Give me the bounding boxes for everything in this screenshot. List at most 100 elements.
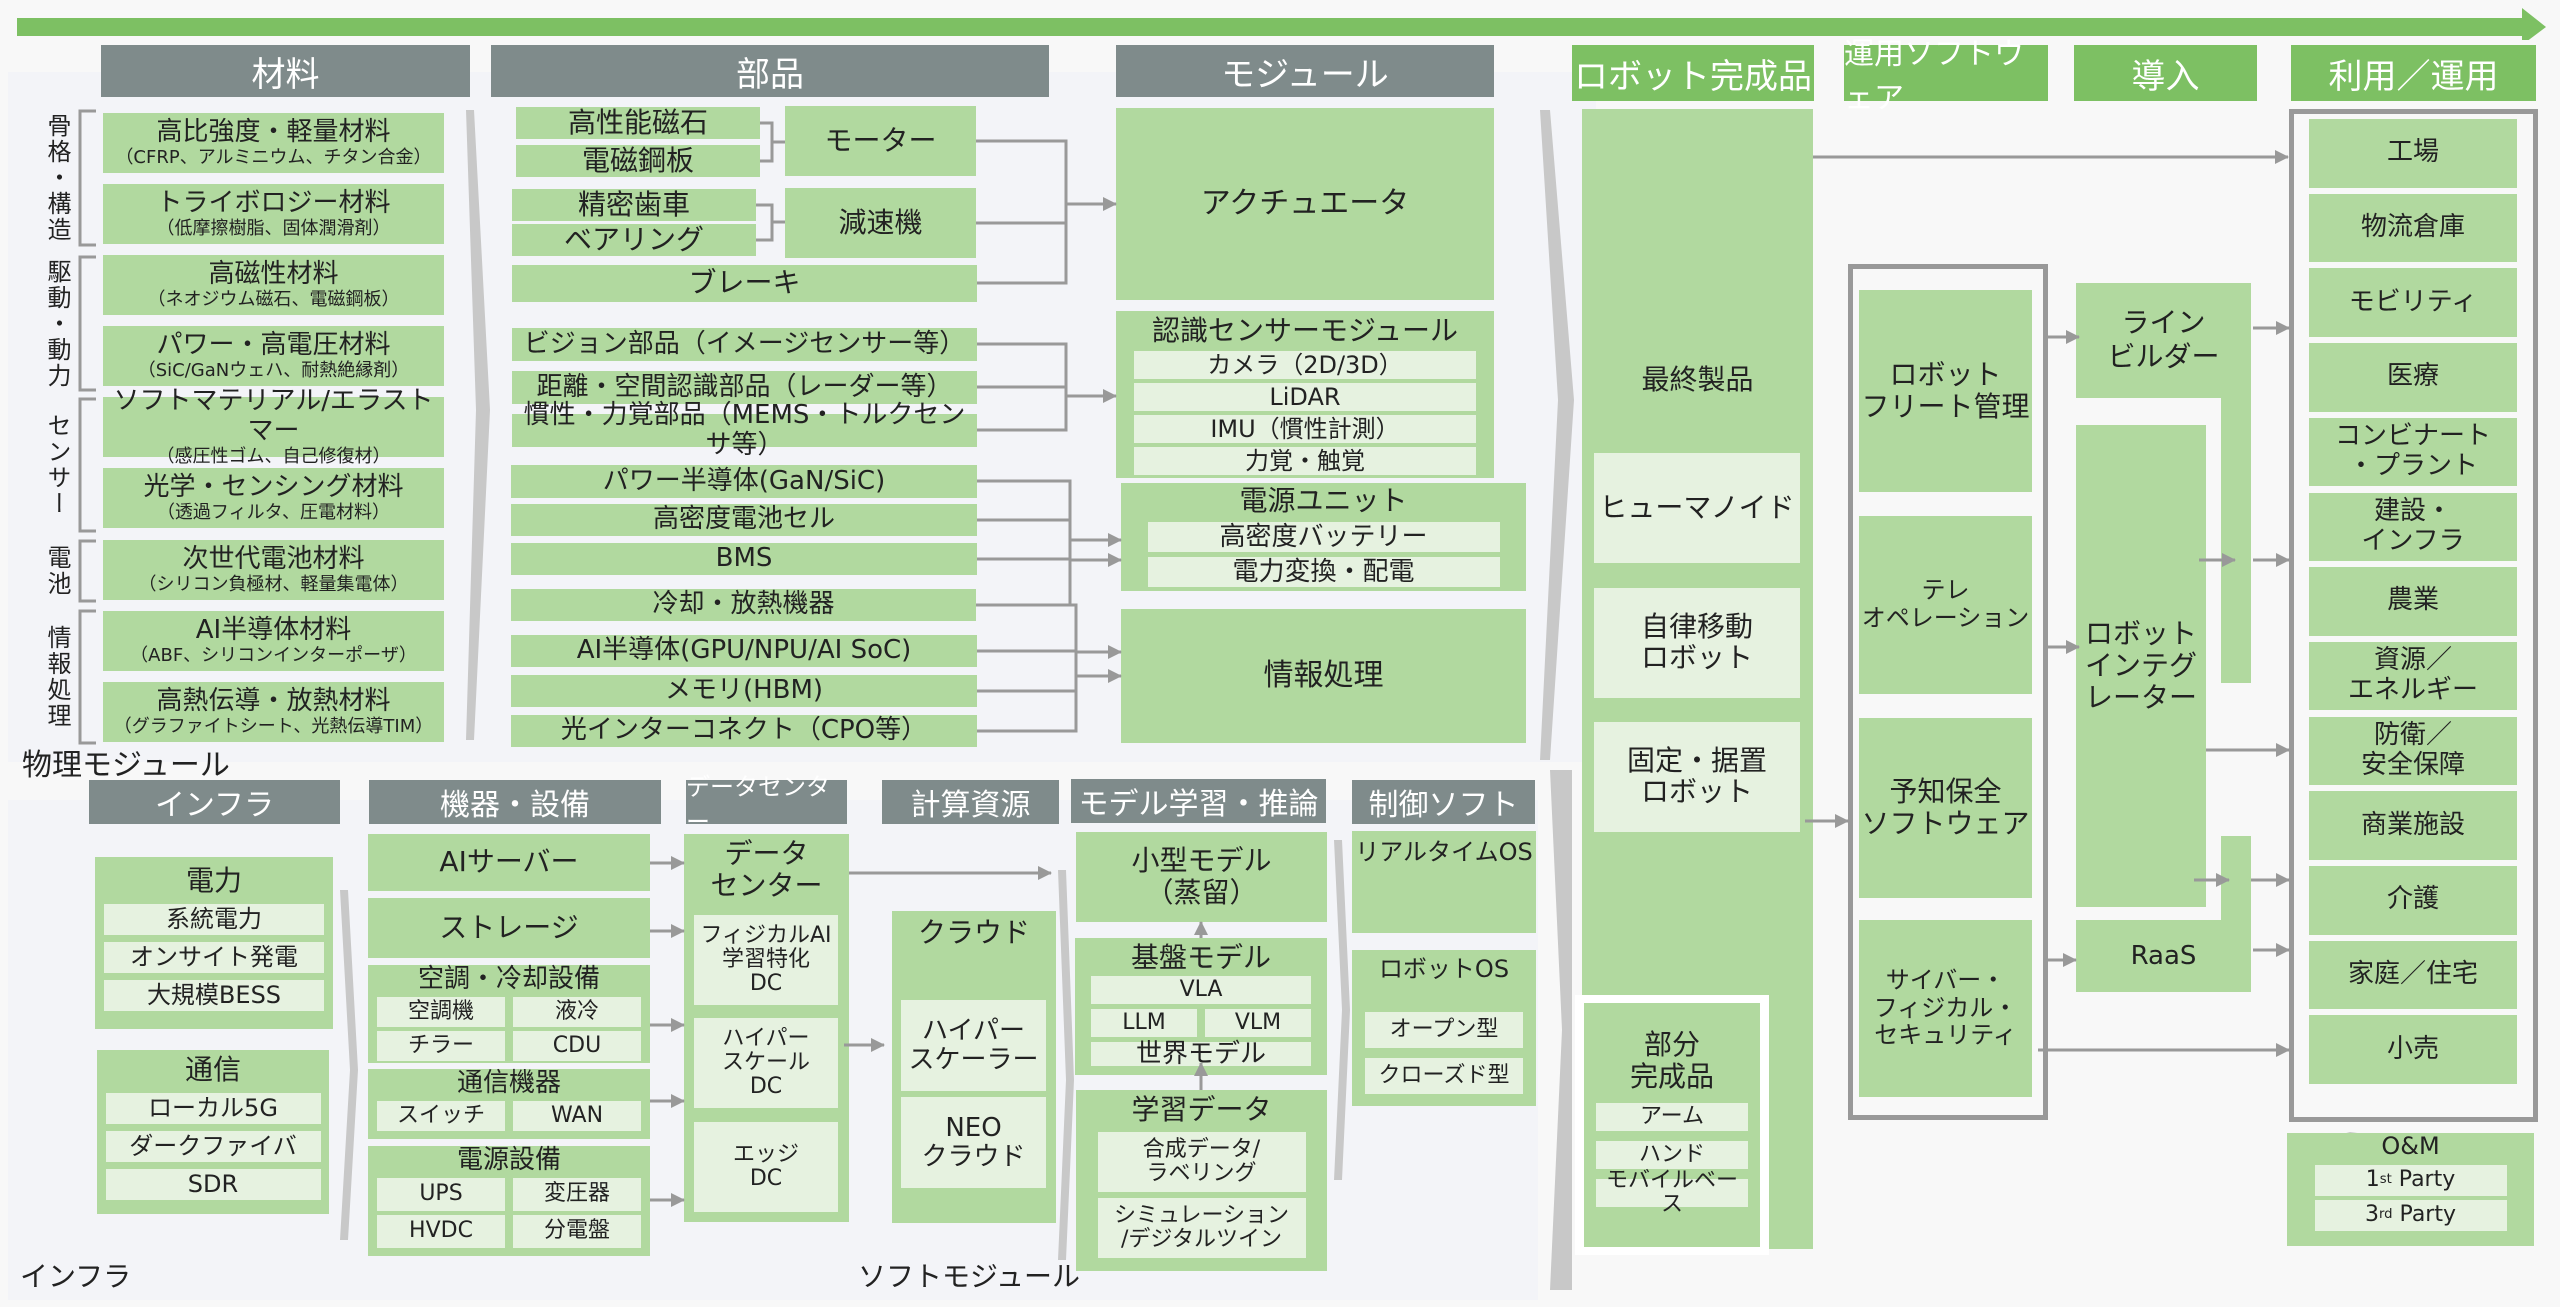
sub-item: 系統電力 [104, 904, 324, 936]
section-label-physical: 物理モジュール [22, 748, 230, 783]
material-title: 光学・センシング材料 [143, 471, 404, 502]
usage-item: モビリティ [2309, 268, 2517, 337]
material-title: 高磁性材料 [208, 258, 339, 289]
header-materials: 材料 [101, 45, 470, 97]
usage-item: 小売 [2309, 1015, 2517, 1084]
ops-software-item: ロボット フリート管理 [1859, 290, 2032, 492]
sub-item: VLA [1091, 976, 1311, 1005]
compute-cloud-title: クラウド [917, 916, 1030, 949]
final-product-item: 固定・据置 ロボット [1594, 722, 1800, 832]
equip-network-title: 通信機器 [456, 1068, 561, 1098]
sub-item: LiDAR [1134, 383, 1476, 412]
sub-item: 分電盤 [513, 1214, 641, 1248]
ops-software-frame [1848, 264, 2048, 1120]
equip-storage: ストレージ [368, 898, 650, 958]
sub-item: HVDC [377, 1214, 505, 1248]
final-product-item: 自律移動 ロボット [1594, 588, 1800, 698]
datacenter-item: ハイパー スケール DC [694, 1018, 838, 1108]
sub-item: IMU（慣性計測） [1134, 415, 1476, 444]
material-item: 高磁性材料（ネオジウム磁石、電磁鋼板） [103, 255, 444, 315]
header-modules: モジュール [1116, 45, 1494, 97]
material-item: 光学・センシング材料（透過フィルタ、圧電材料） [103, 468, 444, 528]
compute-item: ハイパー スケーラー [901, 1000, 1046, 1091]
part-inertial: 慣性・力覚部品（MEMS・トルクセンサ等） [512, 400, 977, 459]
header-infra: インフラ [89, 780, 340, 824]
material-subtitle: （シリコン負極材、軽量集電体） [138, 573, 409, 595]
module-info-processing: 情報処理 [1121, 609, 1526, 743]
deploy-raas: RaaS [2130, 941, 2197, 971]
part-motor: モーター [785, 106, 976, 176]
usage-item: コンビナート ・プラント [2309, 417, 2517, 487]
section-label-infra: インフラ [20, 1260, 132, 1293]
material-subtitle: （CFRP、アルミニウム、チタン合金） [115, 146, 432, 168]
om-sup: rd [2378, 1206, 2393, 1222]
material-item: AI半導体材料（ABF、シリコンインターポーザ） [103, 611, 444, 671]
robot-partial-product: 部分 完成品 アームハンドモバイルベース [1584, 1003, 1760, 1247]
sub-item: 空調機 [377, 996, 505, 1027]
header-parts: 部品 [491, 45, 1049, 97]
material-title: 高熱伝導・放熱材料 [156, 685, 391, 716]
robot-final-title: 最終製品 [1641, 363, 1754, 396]
part-brake: ブレーキ [512, 265, 977, 302]
sub-item: ダークファイバ [105, 1131, 321, 1163]
header-model: モデル学習・推論 [1071, 779, 1326, 823]
infra-power: 電力 系統電力オンサイト発電大規模BESS [95, 857, 333, 1029]
header-equipment: 機器・設備 [369, 780, 661, 824]
sub-item: オープン型 [1365, 1011, 1523, 1048]
header-datacenter: データセンター [686, 773, 847, 836]
sub-item: 大規模BESS [104, 980, 324, 1012]
material-group-label: センサー [43, 413, 71, 517]
part-cell: 高密度電池セル [511, 504, 977, 536]
usage-frame [2289, 109, 2538, 1122]
part-ai-semi: AI半導体(GPU/NPU/AI SoC) [511, 635, 977, 667]
section-label-software: ソフトモジュール [858, 1260, 1081, 1293]
part-ranging: 距離・空間認識部品（レーダー等） [512, 371, 977, 404]
deploy-line-builder: ライン ビルダー [2107, 306, 2220, 373]
material-item: トライボロジー材料（低摩擦樹脂、固体潤滑剤） [103, 184, 444, 244]
usage-item: 建設・ インフラ [2309, 492, 2517, 561]
material-item: 高熱伝導・放熱材料（グラファイトシート、光熱伝導TIM） [103, 682, 444, 742]
material-item: ソフトマテリアル/エラストマー（感圧性ゴム、自己修復材） [103, 386, 444, 466]
part-magnet: 高性能磁石 [516, 106, 760, 139]
material-group-label: 電池 [43, 545, 71, 597]
compute-item: NEO クラウド [901, 1097, 1046, 1188]
part-reducer: 減速機 [785, 188, 976, 258]
sub-item: クローズド型 [1365, 1057, 1523, 1094]
control-robot-os: ロボットOS オープン型クローズド型 [1352, 950, 1536, 1106]
equip-power-title: 電源設備 [456, 1145, 561, 1175]
ops-software-item: 予知保全 ソフトウェア [1859, 718, 2032, 898]
model-foundation-title: 基盤モデル [1130, 941, 1271, 974]
sub-item: カメラ（2D/3D） [1134, 351, 1476, 380]
sub-item: シミュレーション /デジタルツイン [1097, 1198, 1306, 1259]
header-control-software: 制御ソフト [1352, 780, 1535, 824]
om-text: Party [2392, 1202, 2456, 1227]
part-bearing: ベアリング [512, 223, 756, 256]
material-item: 高比強度・軽量材料（CFRP、アルミニウム、チタン合金） [103, 113, 444, 173]
material-item: パワー・高電圧材料（SiC/GaNウェハ、耐熱絶縁剤） [103, 326, 444, 386]
final-product-item: ヒューマノイド [1594, 453, 1800, 563]
usage-item: 家庭／住宅 [2309, 940, 2517, 1010]
deploy-integrator: ロボット インテグ レーター [2076, 425, 2206, 907]
usage-item: 医療 [2309, 343, 2517, 412]
material-subtitle: （透過フィルタ、圧電材料） [156, 501, 391, 523]
datacenter-title: データ センター [710, 837, 823, 903]
material-title: パワー・高電圧材料 [156, 329, 391, 360]
material-subtitle: （感圧性ゴム、自己修復材） [156, 445, 391, 467]
material-group-label: 駆動・動力 [43, 258, 71, 389]
infra-power-title: 電力 [185, 864, 242, 897]
model-training-data: 学習データ 合成データ/ ラベリングシミュレーション /デジタルツイン [1076, 1090, 1327, 1271]
part-gear: 精密歯車 [512, 188, 756, 221]
material-title: 高比強度・軽量材料 [156, 116, 391, 147]
sub-item: VLM [1205, 1009, 1311, 1038]
material-title: 次世代電池材料 [182, 543, 365, 574]
ops-software-item: サイバー・ フィジカル・ セキュリティ [1859, 920, 2032, 1097]
part-cooling: 冷却・放熱機器 [511, 589, 976, 621]
sub-item: ハンド [1596, 1141, 1748, 1170]
